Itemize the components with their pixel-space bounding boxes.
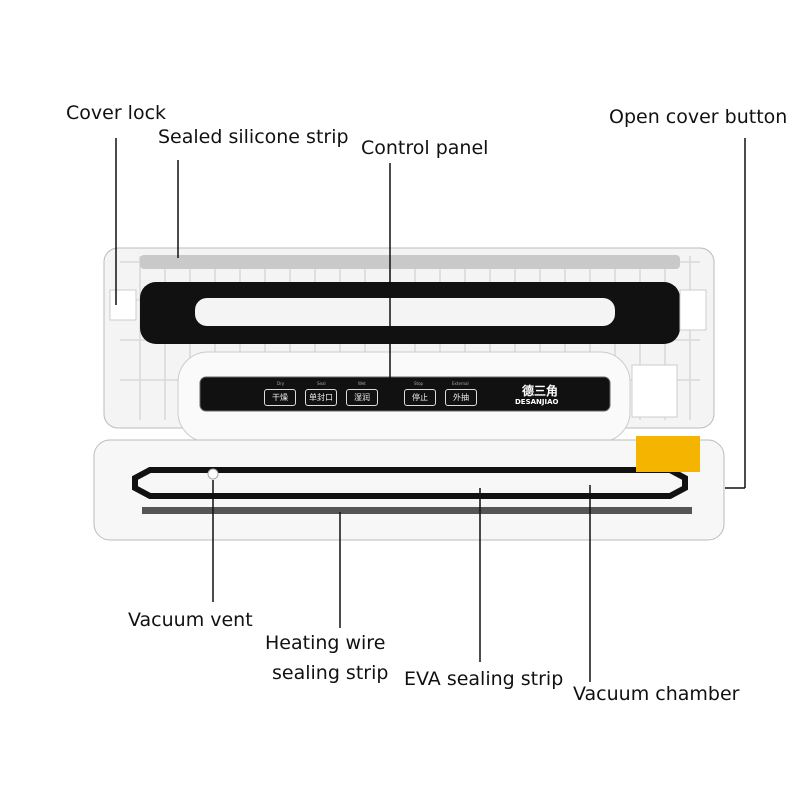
vacuum-vent [207,468,219,480]
heating-wire [142,507,692,514]
label-cover-lock: Cover lock [66,102,167,124]
silicone-strip [140,255,680,269]
label-sealed-silicone-strip: Sealed silicone strip [158,126,349,148]
wet-button[interactable]: 湿润 [346,389,378,406]
control-panel [199,376,611,412]
indicator-stop: Stop [414,381,424,386]
label-control-panel: Control panel [361,137,489,159]
brand-logo-cn: 德三角 [522,384,559,398]
label-open-cover-button: Open cover button [609,106,788,128]
label-sealing-strip: sealing strip [272,662,389,684]
indicator-dry: Dry [277,381,285,386]
seal-button[interactable]: 单封口 [305,389,337,406]
brand-logo-en: DESANJIAO [515,398,559,406]
eva-strip [132,467,688,499]
external-button[interactable]: 外抽 [445,389,477,406]
label-vacuum-vent: Vacuum vent [128,609,253,631]
stop-button[interactable]: 停止 [404,389,436,406]
indicator-external: External [452,381,469,386]
warning-sticker [636,436,700,472]
indicator-seal: Seal [317,381,326,386]
indicator-wet: Wet [358,381,366,386]
dry-button[interactable]: 干燥 [264,389,296,406]
label-heating-wire: Heating wire [265,632,386,654]
leader-lines [115,138,746,682]
label-vacuum-chamber: Vacuum chamber [573,683,740,705]
label-eva-sealing-strip: EVA sealing strip [404,668,564,690]
base [93,439,725,541]
